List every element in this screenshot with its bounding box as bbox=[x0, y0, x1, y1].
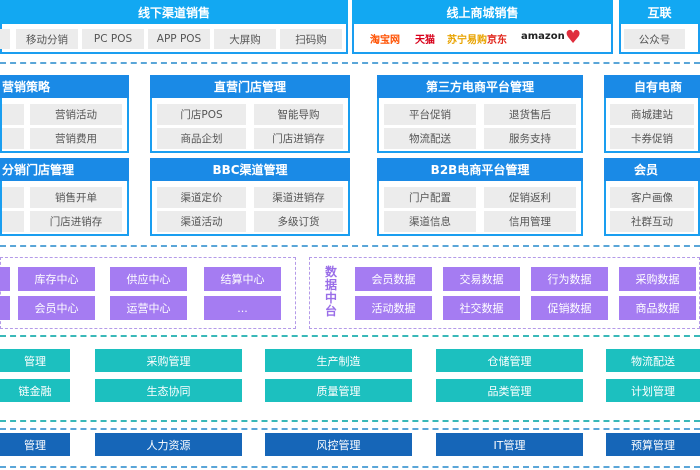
internet-item: 公众号 bbox=[624, 29, 685, 49]
module-title: 会员 bbox=[604, 158, 700, 181]
module-item: 智能导购 bbox=[254, 104, 343, 125]
data-center-item: 交易数据 bbox=[443, 267, 520, 291]
divider bbox=[0, 245, 700, 247]
module-item: 渠道活动 bbox=[157, 211, 246, 232]
offline-item: 移动分销 bbox=[16, 29, 78, 49]
supply-chain-item: 采购管理 bbox=[95, 349, 242, 372]
supply-chain-item: 生态协同 bbox=[95, 379, 242, 402]
back-office-item: 风控管理 bbox=[265, 433, 412, 456]
divider bbox=[0, 420, 700, 422]
module-item: 平台促销 bbox=[384, 104, 476, 125]
platform-logo: 淘宝网 bbox=[370, 35, 400, 46]
platform-logo: 苏宁易购 bbox=[447, 35, 487, 46]
module-title: B2B电商平台管理 bbox=[377, 158, 583, 181]
platform-logo: amazon bbox=[521, 31, 565, 42]
module-title: 自有电商 bbox=[604, 75, 700, 98]
offline-item: 扫码购 bbox=[280, 29, 342, 49]
module-title: BBC渠道管理 bbox=[150, 158, 350, 181]
data-center-item: 商品数据 bbox=[619, 296, 696, 320]
back-office-item: IT管理 bbox=[436, 433, 583, 456]
module-item: 信用管理 bbox=[484, 211, 576, 232]
offline-item: 大屏购 bbox=[214, 29, 276, 49]
business-center-item: 会员中心 bbox=[18, 296, 95, 320]
module-item: 多级订货 bbox=[254, 211, 343, 232]
back-office-item: 人力资源 bbox=[95, 433, 242, 456]
platform-logo: ♥ bbox=[565, 27, 582, 48]
module-item: 门店进销存 bbox=[30, 211, 122, 232]
business-center-item: ... bbox=[204, 296, 281, 320]
offline-item bbox=[0, 29, 10, 49]
module-item: 销售开单 bbox=[30, 187, 122, 208]
module-item: 卡券促销 bbox=[610, 128, 694, 149]
module-item: 商品企划 bbox=[157, 128, 246, 149]
module-item: 服务支持 bbox=[484, 128, 576, 149]
supply-chain-item: 物流配送 bbox=[606, 349, 700, 372]
data-center-item: 采购数据 bbox=[619, 267, 696, 291]
module-item: 退货售后 bbox=[484, 104, 576, 125]
module-item: 门店POS bbox=[157, 104, 246, 125]
supply-chain-item: 计划管理 bbox=[606, 379, 700, 402]
module-item: 门店进销存 bbox=[254, 128, 343, 149]
business-center-box bbox=[0, 257, 296, 329]
data-center-item: 活动数据 bbox=[355, 296, 432, 320]
module-item: 客户画像 bbox=[610, 187, 694, 208]
module-item: 渠道定价 bbox=[157, 187, 246, 208]
internet-title: 互联 bbox=[619, 0, 700, 24]
divider bbox=[0, 335, 700, 337]
data-center-item: 促销数据 bbox=[531, 296, 608, 320]
data-center-item: 行为数据 bbox=[531, 267, 608, 291]
offline-item: APP POS bbox=[148, 29, 210, 49]
offline-sales-title: 线下渠道销售 bbox=[0, 0, 348, 24]
business-center-item: 库存中心 bbox=[18, 267, 95, 291]
data-center-label: 数据中台 bbox=[324, 265, 337, 318]
module-title: 第三方电商平台管理 bbox=[377, 75, 583, 98]
module-item: 渠道进销存 bbox=[254, 187, 343, 208]
supply-chain-item: 管理 bbox=[0, 349, 70, 372]
platform-logo: 天猫 bbox=[415, 35, 435, 46]
business-center-item bbox=[0, 296, 10, 320]
module-item: 社群互动 bbox=[610, 211, 694, 232]
offline-item: PC POS bbox=[82, 29, 144, 49]
divider bbox=[0, 466, 700, 468]
data-center-item: 社交数据 bbox=[443, 296, 520, 320]
module-item bbox=[2, 211, 24, 232]
business-center-item: 供应中心 bbox=[110, 267, 187, 291]
back-office-item: 管理 bbox=[0, 433, 70, 456]
supply-chain-item: 链金融 bbox=[0, 379, 70, 402]
module-item bbox=[2, 104, 24, 125]
module-title: 营销策略 bbox=[0, 75, 129, 98]
module-title: 分销门店管理 bbox=[0, 158, 129, 181]
module-item: 门户配置 bbox=[384, 187, 476, 208]
module-item bbox=[2, 187, 24, 208]
module-item: 促销返利 bbox=[484, 187, 576, 208]
business-center-item bbox=[0, 267, 10, 291]
divider bbox=[0, 62, 700, 64]
supply-chain-item: 生产制造 bbox=[265, 349, 412, 372]
divider bbox=[0, 428, 700, 430]
supply-chain-item: 质量管理 bbox=[265, 379, 412, 402]
module-title: 直营门店管理 bbox=[150, 75, 350, 98]
supply-chain-item: 仓储管理 bbox=[436, 349, 583, 372]
business-center-item: 运营中心 bbox=[110, 296, 187, 320]
module-item: 营销活动 bbox=[30, 104, 122, 125]
data-center-item: 会员数据 bbox=[355, 267, 432, 291]
supply-chain-item: 品类管理 bbox=[436, 379, 583, 402]
back-office-item: 预算管理 bbox=[606, 433, 700, 456]
business-center-item: 结算中心 bbox=[204, 267, 281, 291]
module-item: 物流配送 bbox=[384, 128, 476, 149]
module-item: 渠道信息 bbox=[384, 211, 476, 232]
online-mall-title: 线上商城销售 bbox=[352, 0, 613, 24]
platform-logo: 京东 bbox=[487, 35, 507, 46]
module-item bbox=[2, 128, 24, 149]
module-item: 营销费用 bbox=[30, 128, 122, 149]
module-item: 商城建站 bbox=[610, 104, 694, 125]
